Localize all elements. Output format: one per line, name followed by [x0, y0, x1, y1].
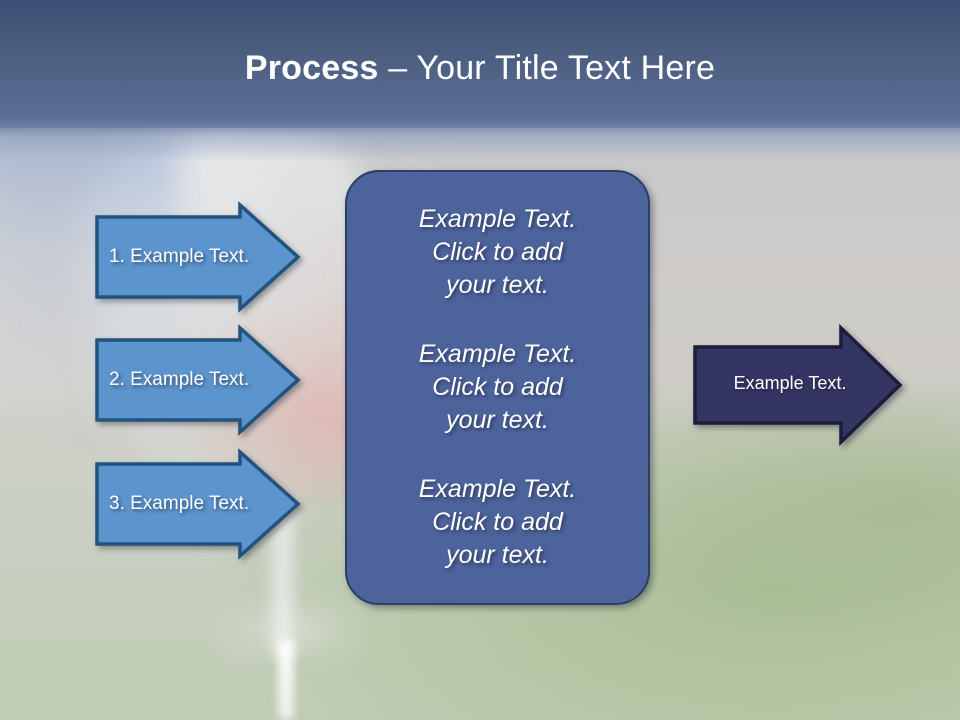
step-arrow-2-label: 2. Example Text. [109, 369, 250, 390]
right-arrow-icon [693, 323, 903, 447]
right-arrow-icon [95, 448, 301, 560]
right-arrow-icon [95, 201, 301, 313]
center-content-box[interactable]: Example Text. Click to add your text. Ex… [345, 170, 650, 605]
step-arrow-3[interactable]: 3. Example Text. [95, 448, 301, 560]
step-arrow-1-label: 1. Example Text. [109, 246, 250, 267]
result-arrow-label: Example Text. [733, 373, 847, 393]
result-arrow[interactable]: Example Text. [693, 323, 903, 447]
right-arrow-icon [95, 324, 301, 436]
center-paragraph-3: Example Text. Click to add your text. [418, 475, 577, 569]
step-arrow-2[interactable]: 2. Example Text. [95, 324, 301, 436]
step-arrow-3-label: 3. Example Text. [109, 493, 250, 514]
title-band [0, 0, 960, 128]
page-title-bold: Process [244, 49, 379, 87]
step-arrow-1[interactable]: 1. Example Text. [95, 201, 301, 313]
center-paragraph-2: Example Text. Click to add your text. [418, 340, 577, 434]
page-title-rest: – Your Title Text Here [378, 49, 716, 87]
background-wine-glass-stem-highlight [278, 640, 294, 720]
page-title: Process – Your Title Text Here [0, 48, 960, 88]
background-wine-glass-stem [268, 505, 298, 655]
title-band-fade [0, 118, 960, 160]
center-paragraph-1: Example Text. Click to add your text. [418, 205, 577, 299]
